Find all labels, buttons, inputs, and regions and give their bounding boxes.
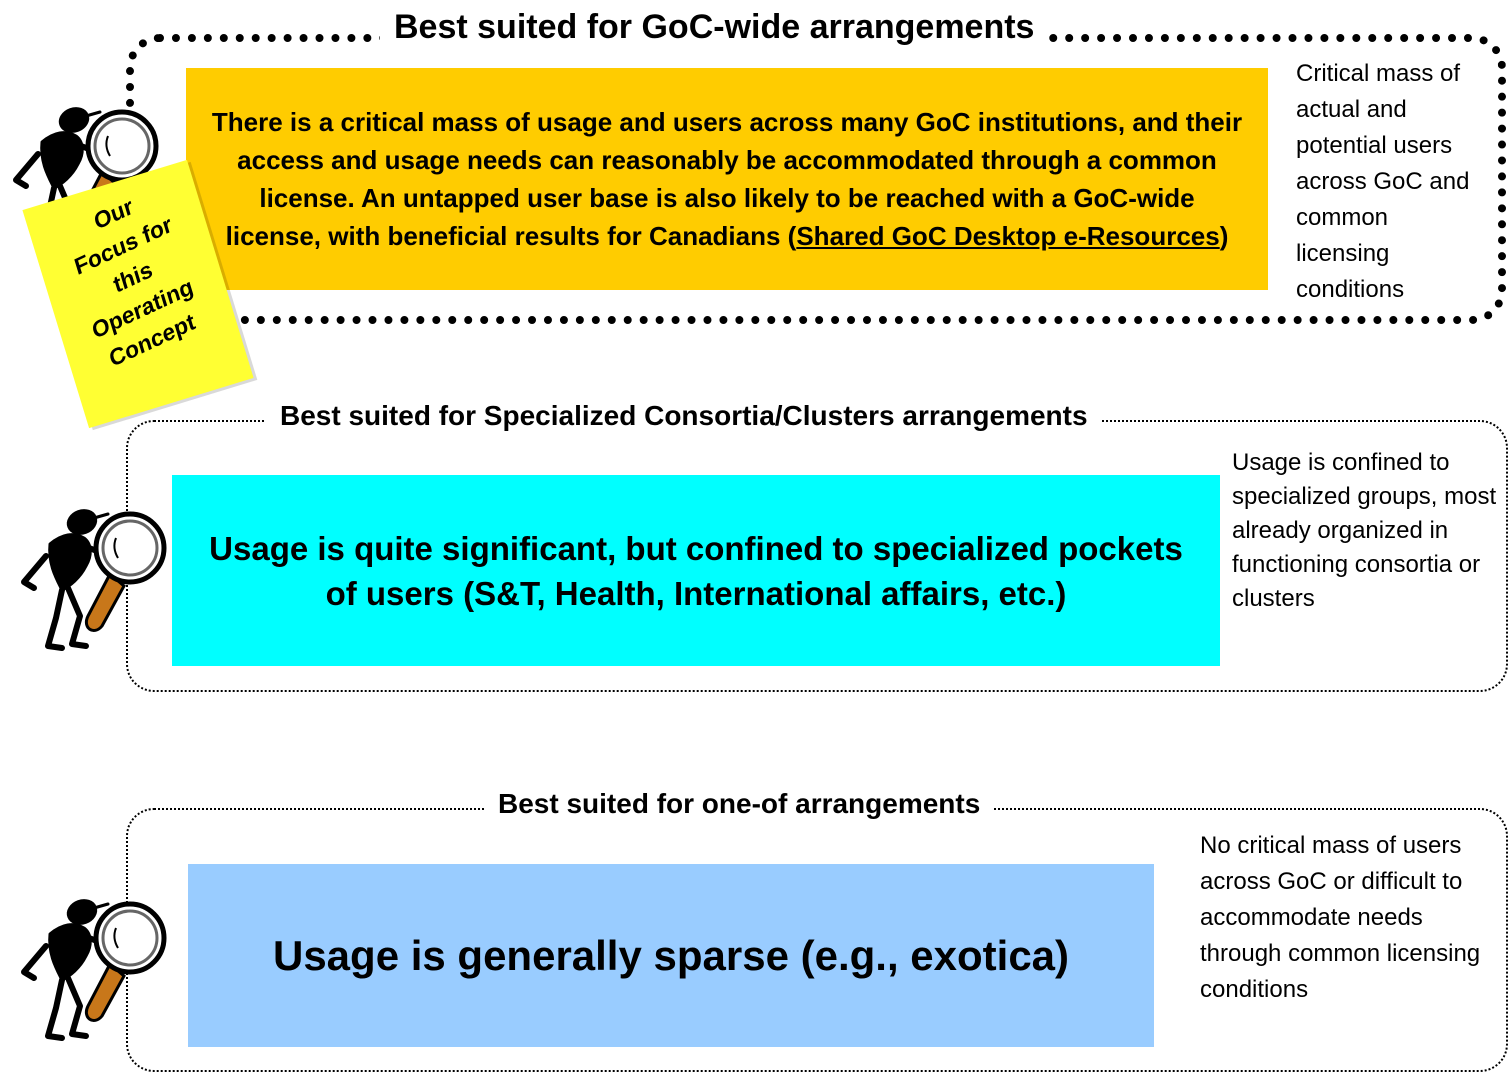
person-with-magnifier-icon [21,509,167,651]
section-title-specialized: Best suited for Specialized Consortia/Cl… [266,397,1102,435]
usage-box-text: Usage is quite significant, but confined… [209,529,1183,612]
section-note-specialized: Usage is confined to specialized groups,… [1232,449,1497,612]
section-title-goc-wide: Best suited for GoC-wide arrangements [380,6,1049,48]
usage-box-text: Usage is generally sparse (e.g., exotica… [272,931,1070,979]
section-note-goc-wide: Critical mass of actual and potential us… [1296,60,1470,303]
usage-box-text: There is a critical mass of usage and us… [211,107,1243,251]
usage-box-one-of: Usage is generally sparse (e.g., exotica… [188,864,1154,1047]
person-with-magnifier-icon [21,899,167,1041]
usage-box-specialized: Usage is quite significant, but confined… [172,475,1220,666]
shared-desktop-link[interactable]: Shared GoC Desktop e-Resources [796,221,1220,251]
usage-box-goc-wide: There is a critical mass of usage and us… [186,68,1268,290]
section-title-one-of: Best suited for one-of arrangements [484,785,995,823]
section-note-one-of: No critical mass of users across GoC or … [1200,832,1481,1003]
